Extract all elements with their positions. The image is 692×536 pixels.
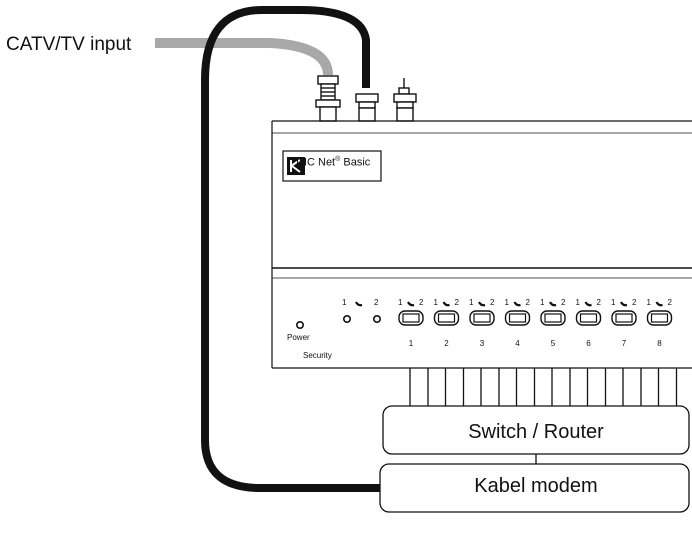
brand-suffix: Basic — [343, 156, 371, 169]
security-led-2 — [372, 314, 381, 323]
coax-connector-middle — [355, 93, 379, 122]
port-3-position-1: 1 — [469, 298, 474, 307]
port-3-position-2: 2 — [490, 298, 495, 307]
port-number-8: 8 — [657, 339, 662, 348]
phone-icon-8 — [655, 301, 663, 307]
port-5-position-2: 2 — [561, 298, 566, 307]
port-2-position-1: 1 — [433, 298, 438, 307]
cable-modem-box — [379, 463, 690, 513]
phone-icon — [355, 301, 363, 307]
coax-connector-right — [393, 78, 417, 122]
coax-connector-left — [315, 75, 341, 122]
port-4-position-1: 1 — [504, 298, 509, 307]
port-1-position-2: 2 — [419, 298, 424, 307]
catv-input-label: CATV/TV input — [6, 34, 132, 55]
port-6-position-2: 2 — [596, 298, 601, 307]
port-2-position-2: 2 — [454, 298, 459, 307]
phone-icon-3 — [478, 301, 486, 307]
phone-icon-4 — [513, 301, 521, 307]
port-number-7: 7 — [621, 339, 627, 348]
network-port-socket-1 — [402, 313, 420, 323]
port-8-position-1: 1 — [646, 298, 651, 307]
switch-router-label: Switch / Router — [468, 421, 604, 443]
power-label: Power — [287, 333, 310, 342]
port-5-position-1: 1 — [540, 298, 545, 307]
phone-icon-6 — [584, 301, 592, 307]
port-number-2: 2 — [444, 339, 449, 348]
network-port-socket-5 — [544, 313, 562, 323]
brand-registered-mark: ® — [335, 156, 341, 163]
catv-cable-end — [155, 38, 163, 48]
port-7-position-2: 2 — [632, 298, 637, 307]
network-port-socket-8 — [650, 313, 669, 323]
security-label: Security — [303, 351, 332, 360]
port-number-1: 1 — [408, 339, 414, 348]
coax-cable — [201, 5, 380, 492]
catv-cable — [158, 38, 333, 76]
cable-modem-label: Kabel modem — [474, 475, 598, 497]
security-led-1 — [342, 314, 351, 323]
port-4-position-2: 2 — [525, 298, 530, 307]
network-port-socket-4 — [508, 313, 527, 323]
phone-icon-1 — [407, 301, 415, 307]
port-number-4: 4 — [515, 339, 520, 348]
port-8-position-2: 2 — [667, 298, 672, 307]
brand-label: IHC Net® Basic — [296, 156, 370, 169]
network-port-socket-2 — [437, 313, 456, 323]
port-number-6: 6 — [586, 339, 591, 348]
phone-icon-7 — [620, 301, 628, 307]
phone-icon-2 — [442, 301, 450, 307]
brand-name: IHC Net — [296, 156, 336, 169]
network-port-socket-6 — [579, 313, 598, 323]
port-number-5: 5 — [550, 339, 556, 348]
port-number-3: 3 — [479, 339, 485, 348]
security-position-2: 2 — [374, 298, 379, 307]
port-7-position-1: 1 — [611, 298, 616, 307]
network-port-socket-3 — [473, 313, 491, 323]
phone-icon-5 — [549, 301, 557, 307]
device-body — [271, 120, 692, 369]
port-1-position-1: 1 — [398, 298, 403, 307]
network-port-socket-7 — [615, 313, 633, 323]
security-position-1: 1 — [342, 298, 347, 307]
port-6-position-1: 1 — [575, 298, 580, 307]
power-led — [295, 320, 304, 329]
